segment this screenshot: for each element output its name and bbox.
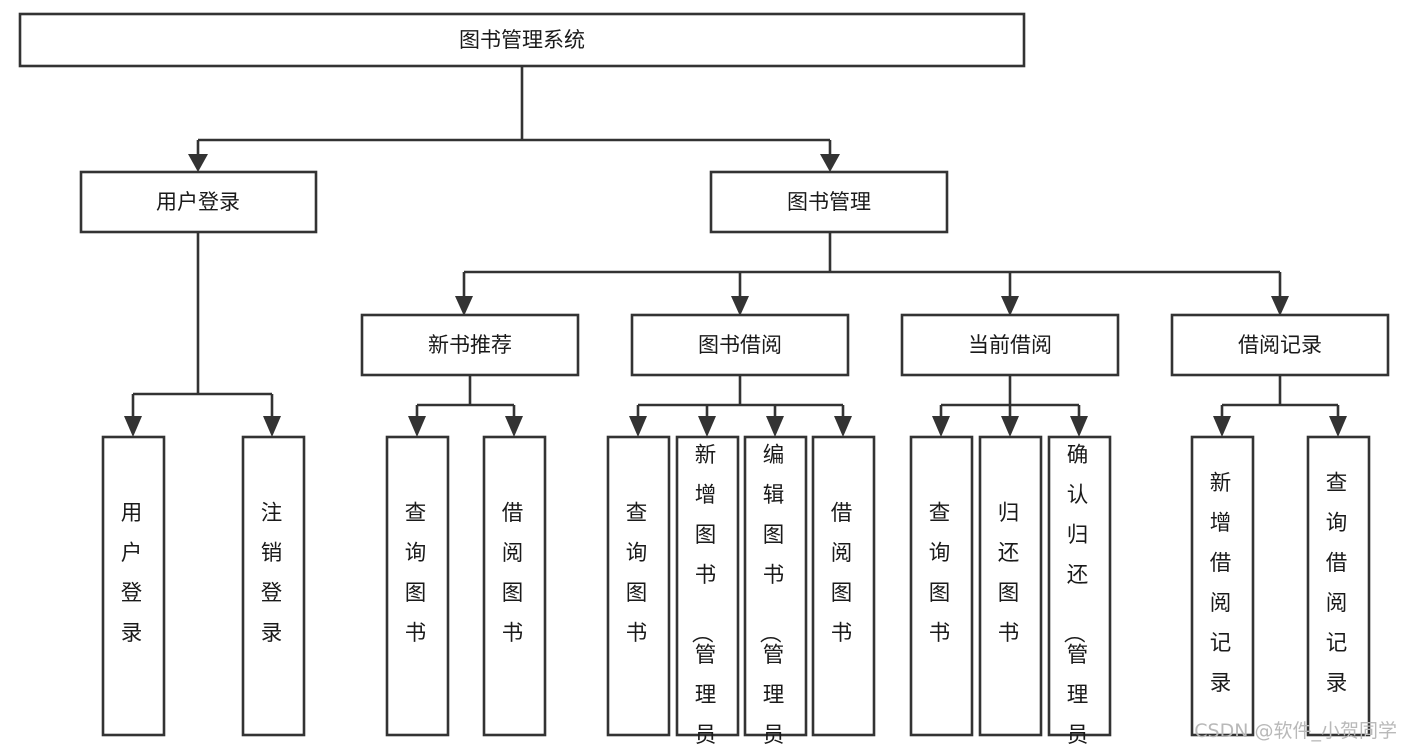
leaf-node[interactable]: 注销登录 xyxy=(241,435,306,737)
leaf-label-newbook-query: 查询图书 xyxy=(405,501,430,646)
user-login-box[interactable] xyxy=(79,170,318,234)
leaf-box-current-query[interactable] xyxy=(909,435,974,737)
arrow-bookborrow-leaf4 xyxy=(834,416,852,437)
arrow-to-bookborrow xyxy=(731,296,749,316)
root-box[interactable] xyxy=(18,12,1026,68)
book-management-label: 图书管理 xyxy=(787,190,871,214)
leaf-box-current-return[interactable] xyxy=(978,435,1043,737)
arrow-bookborrow-leaf1 xyxy=(629,416,647,437)
new-book-recommend-label: 新书推荐 xyxy=(428,333,512,357)
leaf-node[interactable]: 借阅图书 xyxy=(811,435,876,737)
leaf-node[interactable]: 查询图书 xyxy=(909,435,974,737)
root-label: 图书管理系统 xyxy=(459,28,585,52)
leaf-node[interactable]: 用户登录 xyxy=(101,435,166,737)
leaf-label-current-query: 查询图书 xyxy=(929,501,954,646)
current-borrow-box[interactable] xyxy=(900,313,1120,377)
arrow-bookborrow-leaf3 xyxy=(766,416,784,437)
leaf-box-record-query[interactable] xyxy=(1306,435,1371,737)
leaf-node[interactable]: 查询图书 xyxy=(606,435,671,737)
arrow-newbook-leaf1 xyxy=(408,416,426,437)
arrow-to-currentborrow xyxy=(1001,296,1019,316)
leaf-node[interactable]: 查询图书 xyxy=(385,435,450,737)
leaf-label-borrow-add: 新增图书（管理员） xyxy=(689,443,720,747)
arrow-borrowrecord-leaf1 xyxy=(1213,416,1231,437)
leaf-label-newbook-borrow: 借阅图书 xyxy=(502,501,527,646)
node-book-management[interactable]: 图书管理 xyxy=(709,170,949,234)
arrow-currentborrow-leaf3 xyxy=(1070,416,1088,437)
leaf-box-record-add[interactable] xyxy=(1190,435,1255,737)
leaf-label-current-confirm: 确认归还（管理员） xyxy=(1061,443,1092,747)
arrow-borrowrecord-leaf2 xyxy=(1329,416,1347,437)
node-new-book-recommend[interactable]: 新书推荐 xyxy=(360,313,580,377)
user-login-label: 用户登录 xyxy=(156,190,240,214)
leaf-label-current-return: 归还图书 xyxy=(998,501,1023,646)
leaf-box-borrow-book[interactable] xyxy=(811,435,876,737)
arrow-leaf-logout xyxy=(263,416,281,437)
node-user-login[interactable]: 用户登录 xyxy=(79,170,318,234)
leaf-label-borrow-book: 借阅图书 xyxy=(831,501,856,646)
leaf-box-current-confirm[interactable] xyxy=(1047,435,1112,737)
leaf-node[interactable]: 新增借阅记录 xyxy=(1190,435,1255,737)
leaf-label-record-query: 查询借阅记录 xyxy=(1326,471,1351,696)
current-borrow-label: 当前借阅 xyxy=(968,333,1052,357)
leaf-box-borrow-add[interactable] xyxy=(675,435,740,737)
leaf-node[interactable]: 编辑图书（管理员） xyxy=(743,435,808,747)
arrow-currentborrow-leaf1 xyxy=(932,416,950,437)
leaf-box-user-login[interactable] xyxy=(101,435,166,737)
leaf-label-borrow-edit: 编辑图书（管理员） xyxy=(757,443,788,747)
leaf-box-borrow-edit[interactable] xyxy=(743,435,808,737)
leaf-node[interactable]: 确认归还（管理员） xyxy=(1047,435,1112,747)
leaf-label-user-login: 用户登录 xyxy=(121,501,146,646)
borrow-record-box[interactable] xyxy=(1170,313,1390,377)
arrow-currentborrow-leaf2 xyxy=(1001,416,1019,437)
new-book-recommend-box[interactable] xyxy=(360,313,580,377)
leaf-node[interactable]: 新增图书（管理员） xyxy=(675,435,740,747)
leaf-box-newbook-query[interactable] xyxy=(385,435,450,737)
book-management-box[interactable] xyxy=(709,170,949,234)
leaf-label-record-add: 新增借阅记录 xyxy=(1210,471,1235,696)
node-book-borrow[interactable]: 图书借阅 xyxy=(630,313,850,377)
node-root-system[interactable]: 图书管理系统 xyxy=(18,12,1026,68)
arrow-bookborrow-leaf2 xyxy=(698,416,716,437)
leaf-node[interactable]: 归还图书 xyxy=(978,435,1043,737)
leaf-node[interactable]: 查询借阅记录 xyxy=(1306,435,1371,737)
leaf-node[interactable]: 借阅图书 xyxy=(482,435,547,737)
arrow-newbook-leaf2 xyxy=(505,416,523,437)
leaf-label-logout: 注销登录 xyxy=(261,501,286,646)
arrow-to-newbook xyxy=(455,296,473,316)
node-current-borrow[interactable]: 当前借阅 xyxy=(900,313,1120,377)
node-borrow-record[interactable]: 借阅记录 xyxy=(1170,313,1390,377)
leaf-label-borrow-query: 查询图书 xyxy=(626,501,651,646)
book-borrow-box[interactable] xyxy=(630,313,850,377)
arrow-to-user-login xyxy=(188,154,208,172)
borrow-record-label: 借阅记录 xyxy=(1238,333,1322,357)
leaf-box-logout[interactable] xyxy=(241,435,306,737)
connector-layer xyxy=(124,66,1347,437)
arrow-to-book-manage xyxy=(820,154,840,172)
book-borrow-label: 图书借阅 xyxy=(698,333,782,357)
arrow-to-borrowrecord xyxy=(1271,296,1289,316)
leaf-box-newbook-borrow[interactable] xyxy=(482,435,547,737)
arrow-leaf-user-login xyxy=(124,416,142,437)
leaf-box-borrow-query[interactable] xyxy=(606,435,671,737)
